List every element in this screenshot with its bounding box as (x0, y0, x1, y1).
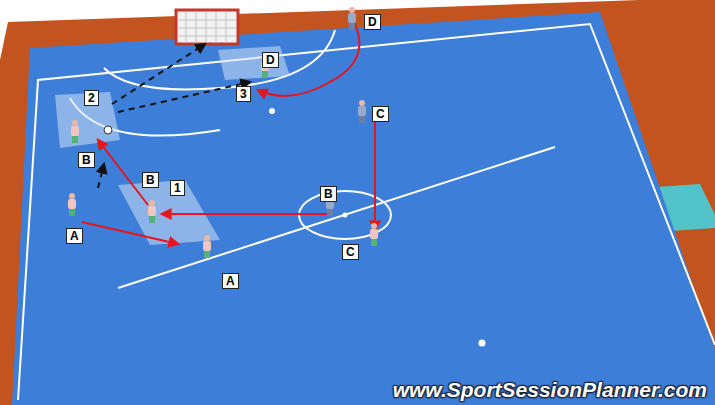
player-label: D (364, 14, 381, 30)
pass-arrow (98, 44, 250, 188)
callout-number: 3 (236, 86, 251, 102)
player-label: B (142, 172, 159, 188)
player-label: B (78, 152, 95, 168)
player-label: B (320, 186, 337, 202)
zone-shade (55, 46, 290, 245)
player-label: A (66, 228, 83, 244)
ball (104, 126, 112, 134)
player-label: C (342, 244, 359, 260)
court-lines (18, 24, 715, 400)
player-label: C (372, 106, 389, 122)
goal (176, 10, 238, 44)
callout-number: 2 (84, 90, 99, 106)
player-label: D (262, 52, 279, 68)
watermark: www.SportSessionPlanner.com (393, 378, 707, 402)
players (68, 7, 378, 258)
player-label: A (222, 273, 239, 289)
movement-arrow (82, 22, 375, 244)
court-floor (12, 12, 715, 405)
callout-number: 1 (170, 180, 185, 196)
